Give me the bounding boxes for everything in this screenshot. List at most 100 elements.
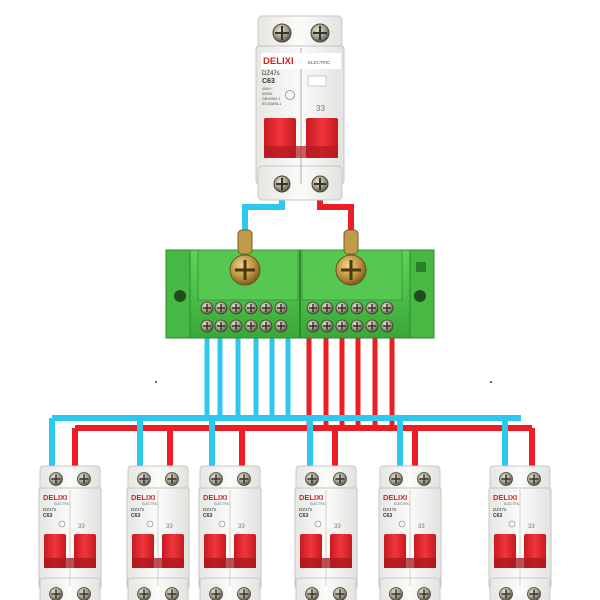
- count-mark: 33: [418, 524, 425, 530]
- brand-logo: DELIXI: [493, 493, 517, 502]
- brand-subtitle: ELECTRIC: [142, 502, 158, 506]
- certification-mark-icon: [146, 520, 154, 528]
- brand-subtitle: ELECTRIC: [214, 502, 230, 506]
- terminal-screw-icon: [365, 301, 379, 315]
- terminal-screw-icon: [380, 319, 394, 333]
- mounting-hole-icon: [174, 290, 186, 302]
- terminal-screw-icon: [244, 319, 258, 333]
- terminal-screw-icon: [165, 587, 179, 600]
- brand-subtitle: ELECTRIC: [310, 502, 326, 506]
- spec-line: 6000A: [262, 92, 273, 96]
- terminal-screw-icon: [137, 472, 151, 486]
- rating-label: C63: [131, 513, 140, 519]
- rating-label: C63: [262, 78, 275, 85]
- certification-mark-icon: [314, 520, 322, 528]
- model-label: DZ47s: [299, 507, 313, 512]
- spec-line: 400V~: [262, 87, 273, 91]
- terminal-screw-icon: [527, 587, 541, 600]
- brand-subtitle: ELECTRIC: [394, 502, 410, 506]
- certification-mark-icon: [285, 90, 295, 100]
- terminal-screw-icon: [274, 301, 288, 315]
- terminal-screw-icon: [310, 23, 330, 43]
- terminal-screw-icon: [274, 319, 288, 333]
- terminal-screw-icon: [229, 319, 243, 333]
- terminal-screw-icon: [499, 587, 513, 600]
- terminal-screw-icon: [272, 23, 292, 43]
- terminal-screw-icon: [237, 587, 251, 600]
- brand-subtitle: ELECTRIC: [504, 502, 520, 506]
- brand-subtitle: ELECTRIC: [308, 60, 331, 65]
- terminal-screw-icon: [165, 472, 179, 486]
- brand-subtitle: ELECTRIC: [54, 502, 70, 506]
- terminal-screw-icon: [229, 301, 243, 315]
- mounting-hole-icon: [414, 290, 426, 302]
- count-mark: 33: [316, 104, 325, 113]
- terminal-screw-icon: [244, 301, 258, 315]
- terminal-screw-icon: [389, 472, 403, 486]
- terminal-screw-icon: [350, 301, 364, 315]
- spec-line: IEC60898-1: [262, 102, 281, 106]
- terminal-screw-icon: [417, 587, 431, 600]
- terminal-screw-icon: [320, 319, 334, 333]
- terminal-screw-icon: [237, 472, 251, 486]
- count-mark: 33: [238, 524, 245, 530]
- certification-mark-icon: [218, 520, 226, 528]
- rating-label: C63: [493, 513, 502, 519]
- neutral-lug: [229, 229, 261, 286]
- terminal-screw-icon: [365, 319, 379, 333]
- count-mark: 33: [78, 524, 85, 530]
- terminal-screw-icon: [350, 319, 364, 333]
- terminal-screw-icon: [320, 301, 334, 315]
- terminal-screw-icon: [306, 301, 320, 315]
- spec-line: GB10963.1: [262, 97, 280, 101]
- terminal-screw-icon: [417, 472, 431, 486]
- brand-logo: DELIXI: [43, 493, 67, 502]
- main-breaker: DELIXI ELECTRIC DZ47s C63 400V~ 6000A GB…: [255, 15, 345, 201]
- spec-lines: 400V~ 6000A GB10963.1 IEC60898-1: [262, 87, 281, 106]
- terminal-screw-icon: [214, 301, 228, 315]
- terminal-screw-icon: [49, 587, 63, 600]
- terminal-screw-icon: [333, 587, 347, 600]
- certification-mark-icon: [508, 520, 516, 528]
- stray-mark: [155, 381, 157, 383]
- count-mark: 33: [528, 524, 535, 530]
- rating-label: C63: [203, 513, 212, 519]
- terminal-screw-icon: [335, 319, 349, 333]
- terminal-screw-icon: [49, 472, 63, 486]
- terminal-screw-icon: [259, 319, 273, 333]
- model-label: DZ47s: [493, 507, 507, 512]
- terminal-screw-icon: [200, 319, 214, 333]
- branch-breakers: DELIXIELECTRICDZ47sC6333DELIXIELECTRICDZ…: [38, 465, 552, 600]
- terminal-screw-icon: [273, 175, 291, 193]
- distribution-terminal-block: [165, 229, 435, 339]
- model-label: DZ47s: [203, 507, 217, 512]
- stray-mark: [490, 381, 492, 383]
- terminal-screw-icon: [527, 472, 541, 486]
- terminal-screw-icon: [209, 587, 223, 600]
- terminal-screw-icon: [311, 175, 329, 193]
- terminal-screw-icon: [305, 472, 319, 486]
- terminal-screw-icon: [259, 301, 273, 315]
- brand-logo: DELIXI: [131, 493, 155, 502]
- terminal-screw-icon: [389, 587, 403, 600]
- model-label: DZ47s: [43, 507, 57, 512]
- brand-logo: DELIXI: [383, 493, 407, 502]
- live-lug: [335, 229, 367, 286]
- terminal-screw-icon: [137, 587, 151, 600]
- terminal-screw-icon: [333, 472, 347, 486]
- brand-logo: DELIXI: [203, 493, 227, 502]
- rating-label: C63: [43, 513, 52, 519]
- model-label: DZ47s: [262, 71, 280, 77]
- terminal-screw-icon: [214, 319, 228, 333]
- model-label: DZ47s: [383, 507, 397, 512]
- brand-logo: DELIXI: [263, 56, 294, 67]
- certification-mark-icon: [58, 520, 66, 528]
- rating-label: C63: [383, 513, 392, 519]
